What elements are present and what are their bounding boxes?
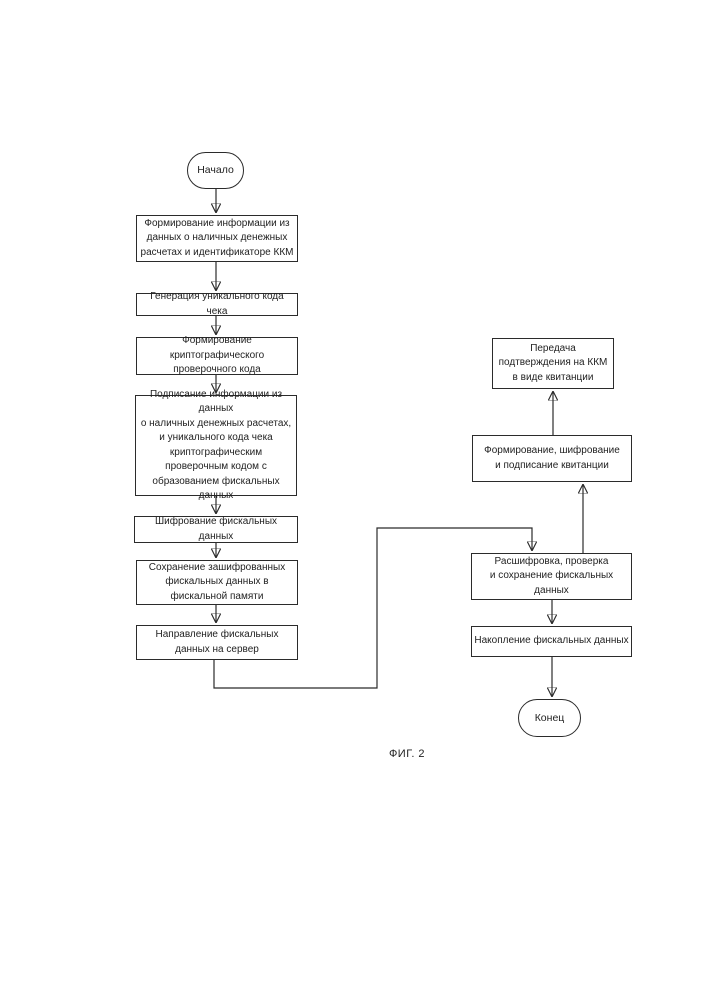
- flow-node-transfer-confirm: Передача подтверждения на ККМ в виде кви…: [492, 338, 614, 389]
- flow-node-sign-info: Подписание информации из данных о наличн…: [135, 389, 297, 501]
- flow-node-end: Конец: [518, 699, 581, 737]
- flow-node-form-info: Формирование информации из данных о нали…: [136, 215, 298, 262]
- flow-node-decrypt-verify: Расшифровка, проверка и сохранение фиска…: [471, 553, 632, 600]
- arrow-send-to-decrypt-elbow: [213, 527, 532, 689]
- flow-node-accumulate: Накопление фискальных данных: [471, 626, 632, 657]
- flow-node-send-server: Направление фискальных данных на сервер: [136, 625, 298, 660]
- flow-node-encrypt: Шифрование фискальных данных: [134, 516, 298, 543]
- flow-node-start: Начало: [187, 152, 244, 189]
- figure-caption: ФИГ. 2: [388, 748, 426, 760]
- flow-node-form-receipt: Формирование, шифрование и подписание кв…: [472, 435, 632, 482]
- flow-node-save-encrypted: Сохранение зашифрованных фискальных данн…: [136, 560, 298, 605]
- flow-node-gen-code: Генерация уникального кода чека: [136, 291, 298, 317]
- flow-node-form-crypto: Формирование криптографического провероч…: [136, 335, 298, 375]
